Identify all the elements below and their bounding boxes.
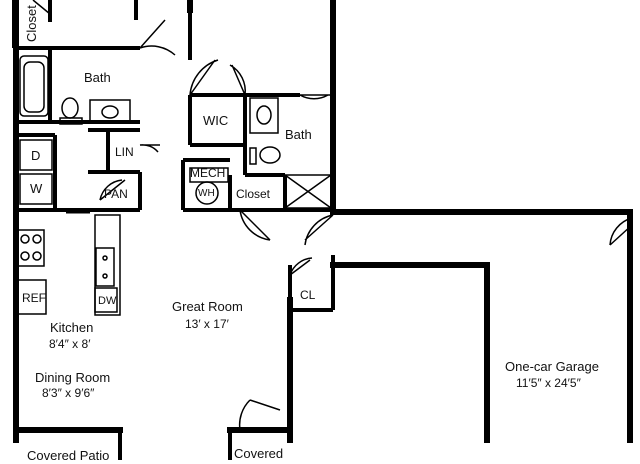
interior-walls <box>12 0 335 460</box>
cl-label: CL <box>300 288 316 302</box>
door-swings <box>32 0 633 431</box>
range <box>17 229 45 267</box>
pan-label: PAN <box>104 187 128 201</box>
bath-1-label: Bath <box>84 70 111 85</box>
kitchen-dims: 8′4″ x 8′ <box>49 337 91 351</box>
garage-name: One-car Garage <box>505 359 599 374</box>
toilet-1 <box>61 97 79 119</box>
sink-1 <box>89 99 131 123</box>
wic-label: WIC <box>203 113 229 128</box>
bath-2-label: Bath <box>285 127 312 142</box>
dishwasher <box>94 287 118 313</box>
dining-room-name: Dining Room <box>35 370 111 385</box>
garage-dims: 11′5″ x 24′5″ <box>516 376 581 390</box>
shower <box>284 174 332 209</box>
dw-label: DW <box>98 295 117 307</box>
closet-mid-label: Closet <box>236 187 271 201</box>
great-room-dims: 13′ x 17′ <box>185 317 229 331</box>
toilet-2 <box>259 146 281 164</box>
bathtub <box>19 55 49 117</box>
great-room-name: Great Room <box>172 299 243 314</box>
wh-label: WH <box>198 188 215 199</box>
ref-label: REF <box>22 291 46 305</box>
dining-room-dims: 8′3″ x 9′6″ <box>42 386 95 400</box>
lin-label: LIN <box>115 145 134 159</box>
washer-label: W <box>30 181 43 196</box>
covered-entry-label: Covered <box>234 446 284 461</box>
washer <box>19 173 53 205</box>
sink-2 <box>249 97 279 134</box>
closet-top-label: Closet <box>24 5 39 42</box>
kitchen-sink <box>95 247 115 287</box>
covered-patio-label: Covered Patio <box>27 448 110 463</box>
mech-label: MECH <box>190 166 226 180</box>
refrigerator <box>17 279 47 315</box>
exterior-walls <box>13 0 633 443</box>
fixtures <box>17 55 332 316</box>
dryer <box>19 139 53 171</box>
kitchen-name: Kitchen <box>50 320 94 335</box>
dryer-label: D <box>31 148 41 163</box>
